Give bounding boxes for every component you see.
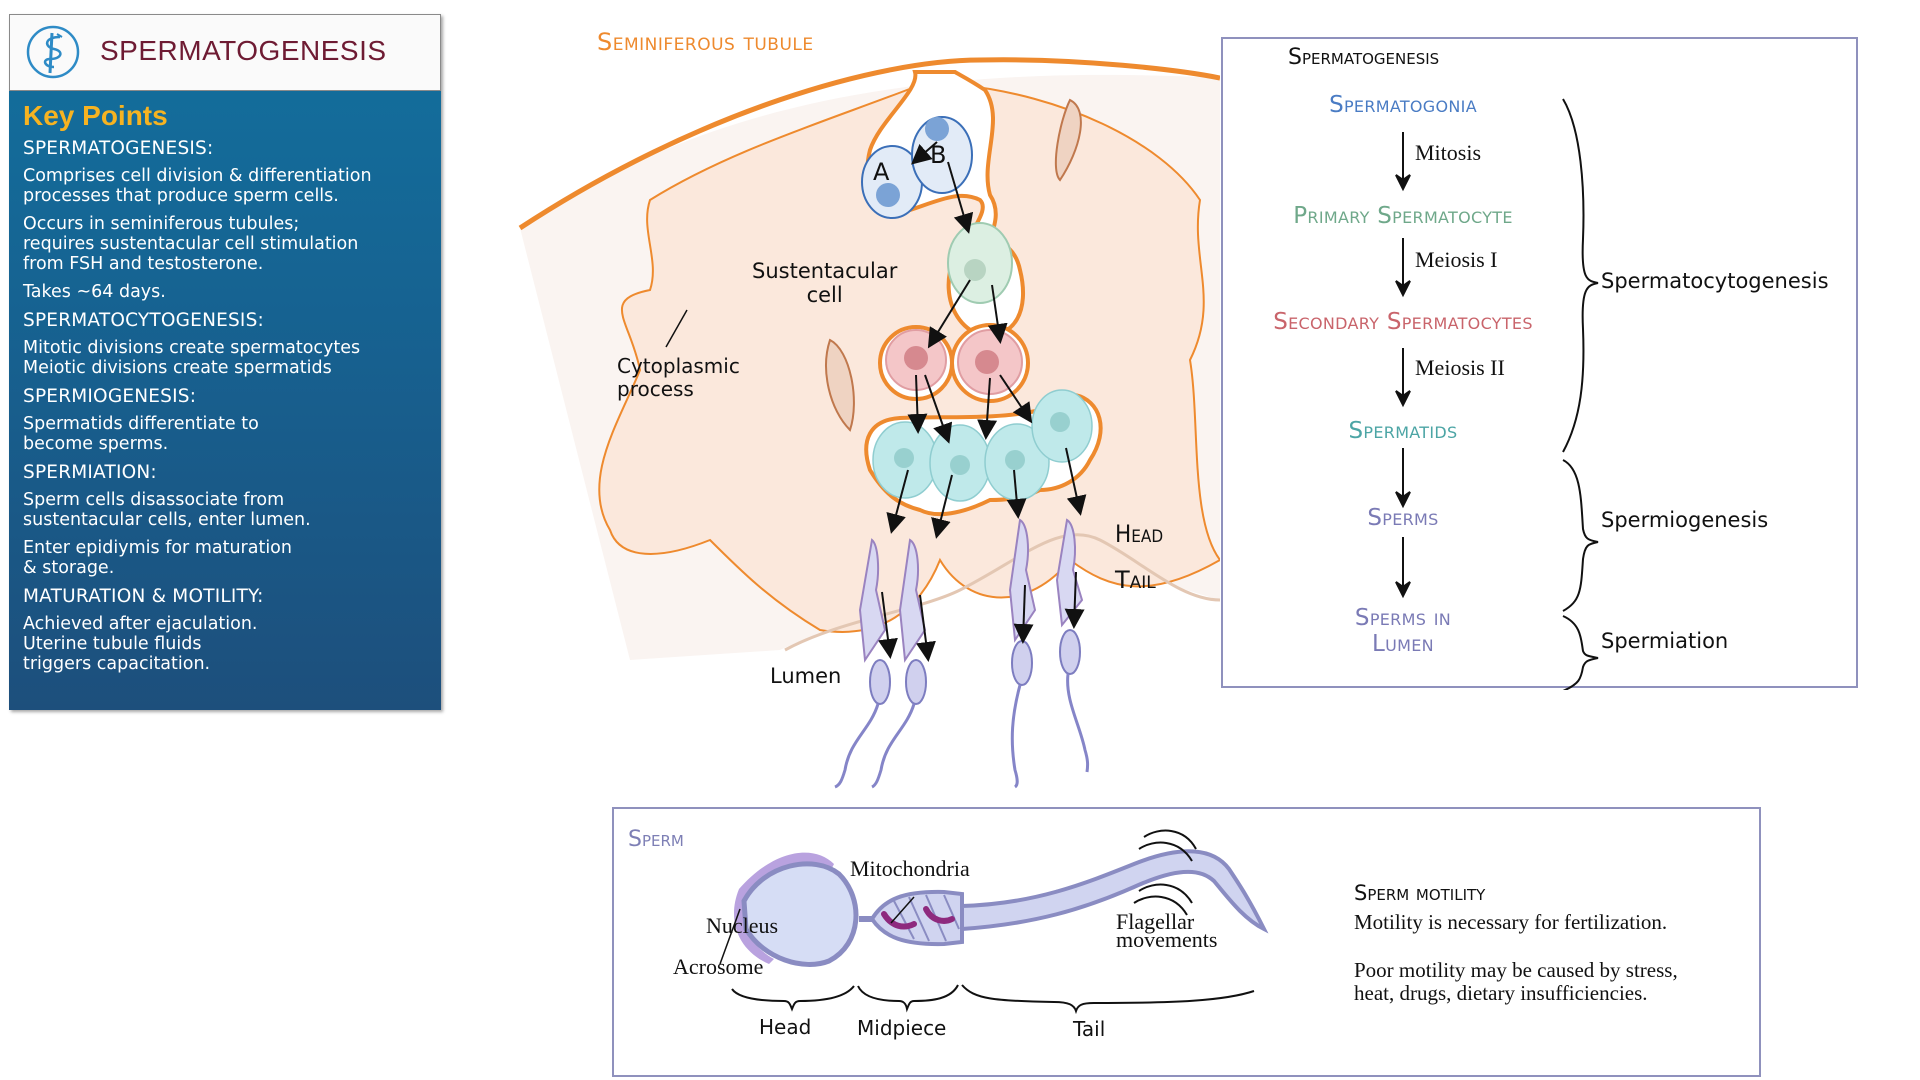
- step-meiosis-i: Meiosis I: [1415, 247, 1498, 272]
- stage-sperms: Sperms: [1367, 505, 1439, 531]
- cell-label-b: B: [930, 141, 946, 169]
- stage-primary-spermatocyte: Primary Spermatocyte: [1293, 203, 1513, 229]
- nucleus: [1005, 450, 1025, 470]
- flagellar-movements-label: Flagellar movements: [1116, 909, 1218, 952]
- phase-spermatocytogenesis: Spermatocytogenesis: [1601, 269, 1829, 293]
- nucleus: [894, 448, 914, 468]
- phase-spermiogenesis: Spermiogenesis: [1601, 508, 1769, 532]
- leader-line: [665, 309, 688, 348]
- mitochondria-label: Mitochondria: [850, 856, 970, 881]
- section-paragraph: Sperm cells disassociate from sustentacu…: [23, 490, 311, 530]
- sperm-panel-title: Sperm: [628, 827, 684, 852]
- section-heading: MATURATION & MOTILITY:: [23, 586, 264, 607]
- nucleus: [925, 117, 949, 141]
- flowchart-title: Spermatogenesis: [1288, 45, 1440, 70]
- section-heading: SPERMATOGENESIS:: [23, 138, 214, 159]
- nucleus: [950, 455, 970, 475]
- key-points-list: SPERMATOGENESIS: Comprises cell division …: [23, 138, 433, 682]
- nucleus-label: Nucleus: [706, 913, 779, 938]
- section-heading: SPERMIOGENESIS:: [23, 386, 197, 407]
- tubule-basement-membrane: [518, 57, 1220, 231]
- cytoplasmic-process-label: Cytoplasmic process: [617, 354, 740, 401]
- flagellar-motion-lines: [1133, 829, 1197, 916]
- nucleus: [904, 346, 928, 370]
- part-midpiece-label: Midpiece: [857, 1016, 947, 1040]
- lumen-label: Lumen: [770, 664, 842, 688]
- key-points-panel: SPERMATOGENESIS Key Points SPERMATOGENES…: [9, 14, 441, 710]
- step-meiosis-ii: Meiosis II: [1415, 355, 1505, 380]
- sperm-head: [741, 861, 859, 967]
- flow-arrows: [1395, 132, 1411, 599]
- nucleus: [964, 259, 986, 281]
- sperm-tail: [960, 849, 1269, 934]
- maturing-sperm: [858, 518, 1084, 663]
- stage-secondary-spermatocytes: Secondary Spermatocytes: [1273, 309, 1533, 335]
- section-paragraph: Mitotic divisions create spermatocytes M…: [23, 338, 361, 378]
- cell-label-a: A: [873, 158, 890, 186]
- panel-header: SPERMATOGENESIS: [9, 14, 441, 91]
- head-label: Head: [1115, 520, 1164, 548]
- section-paragraph: Comprises cell division & differentiatio…: [23, 166, 372, 206]
- phase-braces: [1562, 98, 1599, 690]
- fibroblast-shape: [1054, 98, 1082, 182]
- motility-line-2: Poor motility may be caused by stress, h…: [1354, 958, 1678, 1005]
- section-paragraph: Spermatids differentiate to become sperm…: [23, 414, 259, 454]
- sperm-tails: [834, 673, 1090, 789]
- part-tail-label: Tail: [1073, 1017, 1106, 1041]
- nucleus: [876, 183, 900, 207]
- section-heading: SPERMATOCYTOGENESIS:: [23, 310, 264, 331]
- acrosome-label: Acrosome: [673, 954, 764, 979]
- sperm-anatomy-drawing: [719, 829, 1269, 1015]
- flowchart-graphics: [1395, 98, 1599, 690]
- section-paragraph: Enter epidiymis for maturation & storage…: [23, 538, 292, 578]
- stage-sperms-in-lumen: Sperms in Lumen: [1354, 605, 1452, 657]
- nucleus: [975, 350, 999, 374]
- seminiferous-tubule-diagram: A B: [518, 57, 1220, 789]
- nucleus: [1050, 412, 1070, 432]
- key-points-heading: Key Points: [23, 100, 168, 131]
- fibroblast-shape: [825, 338, 855, 432]
- panel-title: SPERMATOGENESIS: [100, 35, 387, 66]
- caduceus-icon: [26, 25, 80, 79]
- stage-spermatogonia: Spermatogonia: [1329, 92, 1477, 118]
- section-paragraph: Occurs in seminiferous tubules; requires…: [23, 214, 359, 274]
- spermatogenesis-flowchart: Spermatogenesis Spermatogonia Primary Sp…: [1221, 37, 1858, 690]
- tail-label: Tail: [1115, 566, 1156, 594]
- motility-line-1: Motility is necessary for fertilization.: [1354, 910, 1668, 934]
- mitochondrion: [923, 906, 955, 924]
- stage-spermatids: Spermatids: [1348, 418, 1458, 444]
- sperm-motility-title: Sperm motility: [1354, 881, 1486, 905]
- free-sperm: [869, 629, 1081, 705]
- mitochondria-leader: [890, 896, 915, 924]
- seminiferous-tubule-title: Seminiferous tubule: [597, 28, 814, 56]
- part-head-label: Head: [759, 1015, 812, 1039]
- sperm-anatomy-panel: Sperm: [612, 807, 1761, 1077]
- section-paragraph: Achieved after ejaculation. Uterine tubu…: [23, 614, 258, 674]
- section-heading: SPERMIATION:: [23, 462, 157, 483]
- mitochondrion: [881, 911, 917, 930]
- phase-spermiation: Spermiation: [1601, 629, 1729, 653]
- sustentacular-cell-label: Sustentacular cell: [752, 259, 898, 307]
- progression-arrows: [878, 141, 1087, 662]
- part-braces: [731, 984, 1255, 1015]
- step-mitosis: Mitosis: [1415, 140, 1482, 165]
- section-paragraph: Takes ~64 days.: [23, 282, 166, 302]
- acrosome-leader: [719, 908, 741, 965]
